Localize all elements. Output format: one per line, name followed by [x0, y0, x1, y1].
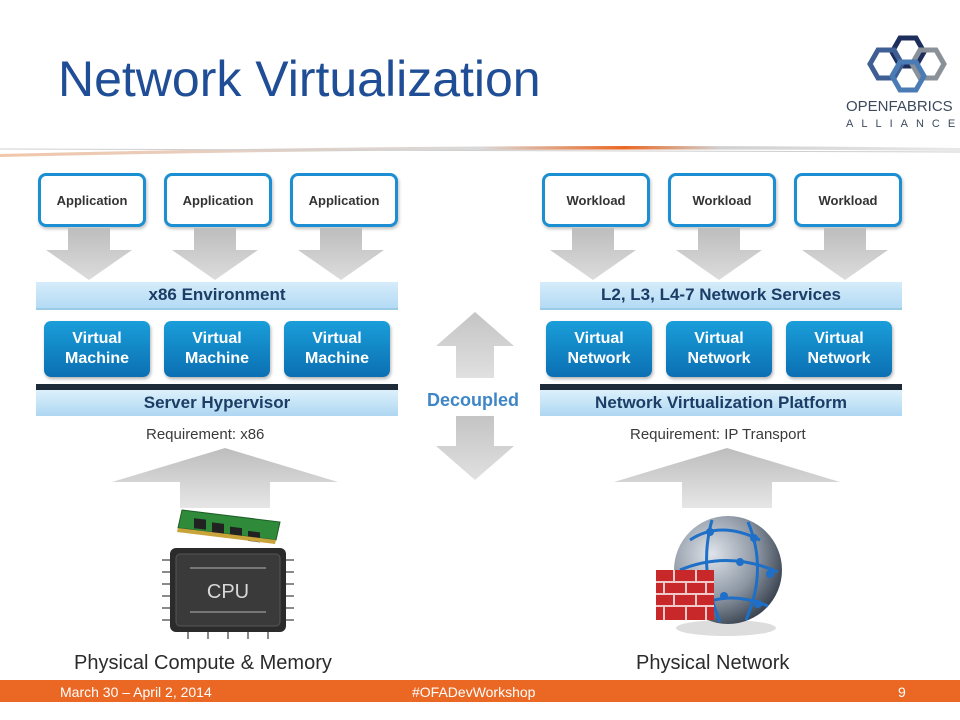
down-arrows-right	[550, 228, 888, 280]
workload-box-2: Workload	[668, 173, 776, 227]
left-requirement-label: Requirement: x86	[146, 426, 265, 443]
network-virtualization-platform-band: Network Virtualization Platform	[540, 384, 902, 416]
physical-network-label: Physical Network	[636, 652, 790, 674]
network-services-band: L2, L3, L4-7 Network Services	[540, 282, 902, 310]
decoupled-arrows	[436, 312, 514, 480]
down-arrow-icon	[676, 228, 762, 280]
openfabrics-logo: OPENFABRICS ALLIANCE	[820, 30, 960, 140]
hexagon-logo-icon	[867, 35, 947, 93]
down-arrow-icon	[802, 228, 888, 280]
page-number: 9	[898, 684, 906, 700]
down-arrow-icon	[550, 228, 636, 280]
server-hypervisor-band: Server Hypervisor	[36, 384, 398, 416]
x86-environment-band: x86 Environment	[36, 282, 398, 310]
up-arrow-icon	[614, 448, 840, 508]
virtual-network-3: Virtual Network	[786, 321, 892, 377]
up-arrow-right	[614, 448, 840, 508]
footer-hashtag: #OFADevWorkshop	[412, 684, 536, 700]
footer-bottom-strip	[0, 702, 960, 720]
application-box-1: Application	[38, 173, 146, 227]
virtual-machine-2: Virtual Machine	[164, 321, 270, 377]
workload-box-3: Workload	[794, 173, 902, 227]
globe-firewall-icon	[656, 516, 782, 636]
cpu-chip-icon: CPU	[162, 548, 294, 639]
application-box-2: Application	[164, 173, 272, 227]
down-arrow-icon	[46, 228, 132, 280]
right-requirement-label: Requirement: IP Transport	[630, 426, 806, 443]
down-arrows-left	[46, 228, 384, 280]
virtual-network-2: Virtual Network	[666, 321, 772, 377]
physical-compute-label: Physical Compute & Memory	[74, 652, 332, 674]
down-arrow-icon	[298, 228, 384, 280]
logo-text-openfabrics: OPENFABRICS	[846, 98, 953, 115]
virtual-network-1: Virtual Network	[546, 321, 652, 377]
logo-text-alliance: ALLIANCE	[846, 118, 960, 130]
down-arrow-icon	[436, 416, 514, 480]
application-box-3: Application	[290, 173, 398, 227]
decoupled-label: Decoupled	[426, 390, 519, 410]
up-arrow-icon	[112, 448, 338, 508]
footer-bar	[0, 680, 960, 702]
down-arrow-icon	[172, 228, 258, 280]
ram-stick-icon	[177, 509, 281, 544]
cpu-chip-label: CPU	[207, 581, 249, 603]
up-arrow-left	[112, 448, 338, 508]
virtual-machine-3: Virtual Machine	[284, 321, 390, 377]
header-divider	[0, 146, 960, 157]
workload-box-1: Workload	[542, 173, 650, 227]
virtual-machine-1: Virtual Machine	[44, 321, 150, 377]
footer-date: March 30 – April 2, 2014	[60, 684, 212, 700]
up-arrow-icon	[436, 312, 514, 378]
slide-title: Network Virtualization	[58, 51, 541, 107]
